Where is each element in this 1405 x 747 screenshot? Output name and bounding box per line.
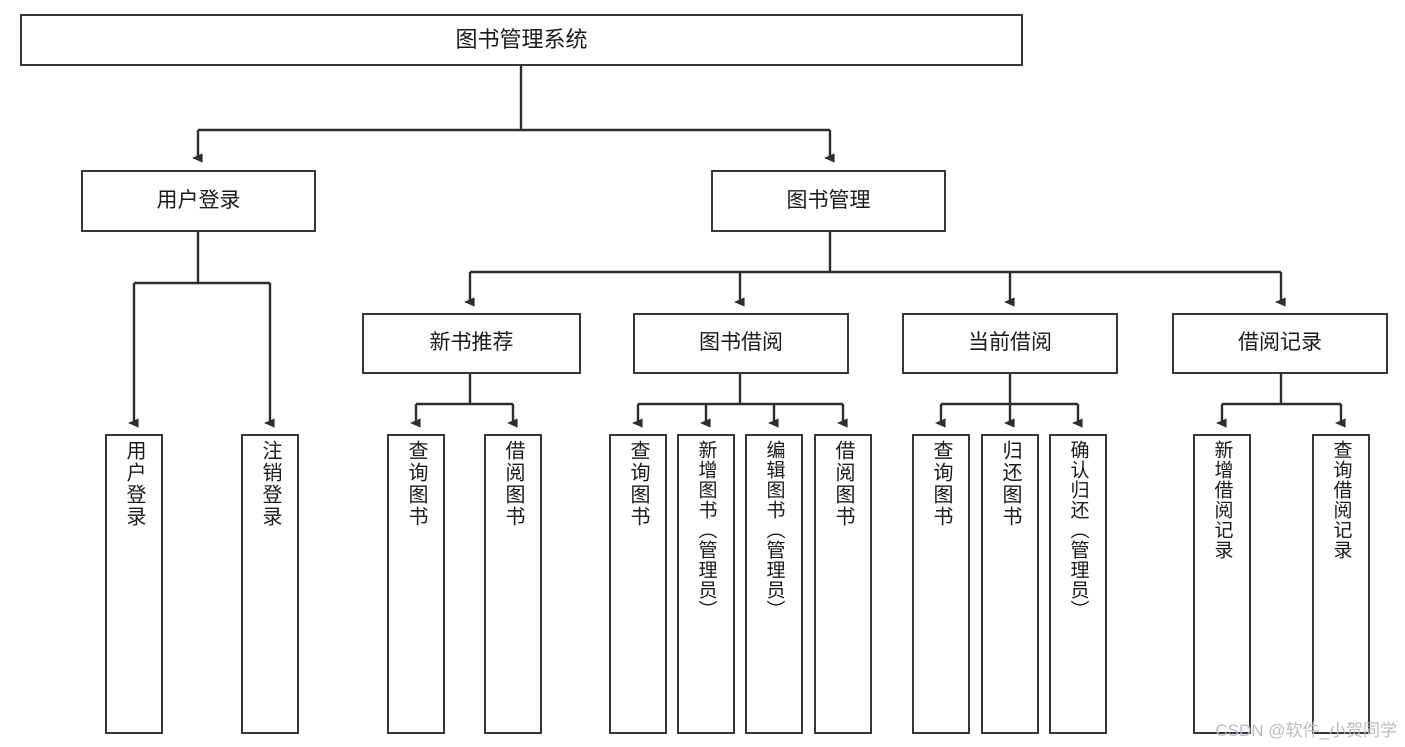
leaf-borrow-book-new-recommendation[interactable]: 借阅图书: [484, 434, 542, 734]
node-book-borrowing[interactable]: 图书借阅: [633, 313, 849, 374]
node-label: 借阅图书: [832, 440, 854, 528]
node-label: 编辑图书（管理员）: [763, 440, 785, 620]
node-label: 图书管理: [786, 188, 871, 212]
leaf-confirm-return-admin[interactable]: 确认归还（管理员）: [1049, 434, 1107, 734]
node-label: 确认归还（管理员）: [1067, 440, 1089, 620]
node-borrowing-record[interactable]: 借阅记录: [1172, 313, 1388, 374]
leaf-add-book-admin[interactable]: 新增图书（管理员）: [677, 434, 735, 734]
leaf-borrow-book-borrowing[interactable]: 借阅图书: [814, 434, 872, 734]
leaf-return-book[interactable]: 归还图书: [981, 434, 1039, 734]
node-book-management[interactable]: 图书管理: [711, 170, 946, 232]
node-label: 图书管理系统: [455, 27, 588, 53]
node-label: 借阅图书: [502, 440, 524, 528]
node-label: 借阅记录: [1238, 331, 1322, 355]
node-label: 查询借阅记录: [1330, 440, 1352, 560]
leaf-logout[interactable]: 注销登录: [241, 434, 299, 734]
leaf-user-login[interactable]: 用户登录: [105, 434, 163, 734]
node-label: 查询图书: [627, 440, 649, 528]
node-label: 用户登录: [123, 440, 145, 528]
node-label: 新增借阅记录: [1211, 440, 1233, 560]
leaf-query-book-new-recommendation[interactable]: 查询图书: [387, 434, 445, 734]
node-root-book-management-system[interactable]: 图书管理系统: [20, 14, 1023, 66]
leaf-edit-book-admin[interactable]: 编辑图书（管理员）: [745, 434, 803, 734]
leaf-query-book-current[interactable]: 查询图书: [912, 434, 970, 734]
node-label: 注销登录: [259, 440, 281, 528]
leaf-add-borrow-record[interactable]: 新增借阅记录: [1193, 434, 1251, 734]
node-label: 归还图书: [999, 440, 1021, 528]
node-label: 用户登录: [156, 188, 241, 212]
node-label: 查询图书: [405, 440, 427, 528]
node-label: 新增图书（管理员）: [695, 440, 717, 620]
node-label: 查询图书: [930, 440, 952, 528]
node-current-borrowing[interactable]: 当前借阅: [902, 313, 1118, 374]
node-label: 图书借阅: [699, 331, 783, 355]
node-label: 当前借阅: [968, 331, 1052, 355]
leaf-query-borrow-record[interactable]: 查询借阅记录: [1312, 434, 1370, 734]
csdn-watermark: CSDN @软件_小贺同学: [1215, 721, 1397, 740]
node-new-book-recommendation[interactable]: 新书推荐: [362, 313, 581, 374]
node-user-login[interactable]: 用户登录: [81, 170, 316, 232]
leaf-query-book-borrowing[interactable]: 查询图书: [609, 434, 667, 734]
node-label: 新书推荐: [429, 331, 514, 355]
